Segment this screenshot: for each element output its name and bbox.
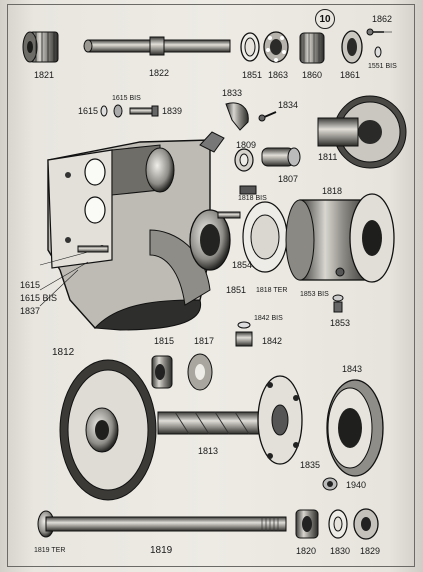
label-1818bis: 1818 BIS	[238, 195, 267, 202]
part-1821-pinion	[22, 31, 59, 63]
label-1830: 1830	[330, 546, 351, 556]
part-1829-nut	[353, 508, 379, 540]
label-1807: 1807	[278, 174, 299, 184]
part-1833-fork	[199, 102, 249, 153]
label-1853bis: 1853 BIS	[300, 291, 329, 298]
label-1940: 1940	[346, 480, 367, 490]
part-1863-bearing	[263, 31, 289, 63]
label-1851-mid: 1851	[226, 285, 247, 295]
part-1830-washer	[328, 509, 348, 539]
part-1818-bearing-housing	[239, 185, 395, 283]
part-1811-gear	[317, 95, 407, 169]
label-1812: 1812	[52, 347, 75, 358]
part-1842-breather	[235, 321, 253, 347]
part-1940-nut	[322, 477, 338, 491]
part-1815-ring	[151, 355, 173, 389]
label-1862: 1862	[372, 14, 393, 24]
label-1615-left: 1615	[20, 280, 41, 290]
label-1818ter: 1818 TER	[256, 287, 288, 294]
label-1863: 1863	[268, 70, 289, 80]
label-1853: 1853	[330, 318, 351, 328]
label-1822: 1822	[149, 68, 170, 78]
label-1615-top: 1615	[78, 106, 99, 116]
part-1817-star-washer	[187, 353, 213, 391]
label-1839: 1839	[162, 106, 183, 116]
part-1812-large-gear	[59, 359, 157, 501]
plate-border	[7, 4, 415, 567]
part-1809-ring	[234, 148, 254, 172]
plate-number-badge: 10	[315, 9, 335, 29]
label-1854: 1854	[232, 260, 253, 270]
label-1833: 1833	[222, 88, 243, 98]
label-1813: 1813	[198, 446, 219, 456]
label-1818: 1818	[322, 186, 343, 196]
leader-lines	[39, 31, 392, 307]
part-1851-washer	[240, 32, 260, 62]
part-gearbox-housing	[47, 139, 231, 331]
label-1860: 1860	[302, 70, 323, 80]
part-1834-screw	[258, 111, 277, 122]
label-1551bis: 1551 BIS	[368, 63, 397, 70]
label-1811: 1811	[318, 152, 338, 162]
label-1835: 1835	[300, 460, 321, 470]
part-1820-nut	[295, 509, 319, 539]
label-1815: 1815	[154, 336, 175, 346]
label-1837: 1837	[20, 306, 41, 316]
part-1843-bearing-cap	[326, 379, 384, 477]
part-1819-long-shaft	[37, 510, 287, 538]
label-1843: 1843	[342, 364, 363, 374]
label-1861: 1861	[340, 70, 361, 80]
label-1851-top: 1851	[242, 70, 263, 80]
label-1819ter: 1819 TER	[34, 547, 66, 554]
label-1817: 1817	[194, 336, 215, 346]
label-1809: 1809	[236, 140, 257, 150]
part-1860-nut	[299, 32, 325, 64]
label-1829: 1829	[360, 546, 381, 556]
label-1834: 1834	[278, 100, 299, 110]
part-1551bis-washer	[374, 46, 382, 58]
part-1862-screw	[366, 28, 384, 36]
label-1615bis-top: 1615 BIS	[112, 95, 141, 102]
label-1819: 1819	[150, 545, 173, 556]
part-1854-stud	[217, 211, 241, 219]
part-1853-bolt	[332, 294, 344, 313]
label-1842bis: 1842 BIS	[254, 315, 283, 322]
part-1615-bolt-group	[100, 104, 159, 118]
label-1820: 1820	[296, 546, 317, 556]
part-1861-cap	[341, 30, 363, 64]
label-1842: 1842	[262, 336, 283, 346]
part-1822-shaft	[83, 36, 231, 56]
part-1813-spline-shaft	[157, 375, 303, 465]
label-1615bis-left: 1615 BIS	[20, 293, 58, 303]
label-1821: 1821	[34, 70, 55, 80]
part-1807-plug	[261, 147, 301, 167]
